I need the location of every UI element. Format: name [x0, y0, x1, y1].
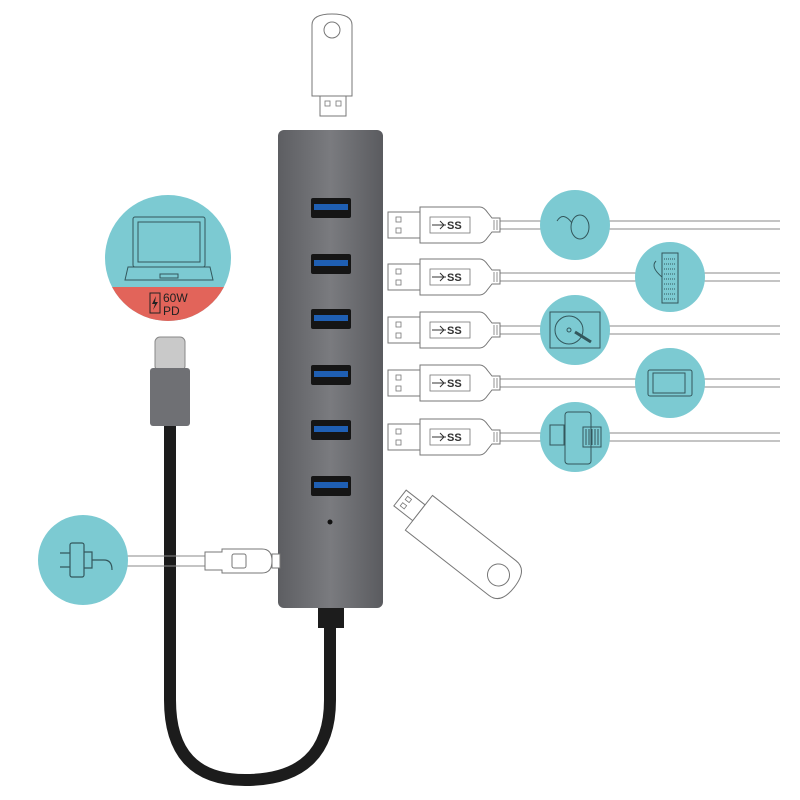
tablet-icon [647, 369, 693, 397]
usb-ss-logo-icon: SS [432, 432, 462, 444]
hard-drive-icon [549, 311, 601, 349]
usb-c-connector [150, 336, 190, 426]
power-plug-icon [60, 542, 113, 578]
usb-ss-logo-icon: SS [432, 325, 462, 337]
usb-c-cable [164, 419, 336, 787]
battery-icon [149, 292, 161, 314]
flash-drive-top [311, 13, 353, 117]
usb-cable: SS [387, 258, 780, 296]
usb-port [311, 476, 351, 496]
led-indicator [327, 519, 333, 525]
device-badge [635, 242, 705, 312]
usb-cable: SS [387, 364, 780, 402]
desktop-pc-icon [653, 252, 679, 304]
usb-ss-label: SS [447, 432, 462, 444]
laptop-badge: 60W PD [105, 195, 231, 321]
usb-port [311, 420, 351, 440]
device-badge [635, 348, 705, 418]
usb-port [311, 198, 351, 218]
device-badge [540, 295, 610, 365]
usb-ss-logo-icon: SS [432, 220, 462, 232]
usb-ss-label: SS [447, 220, 462, 232]
usb-ss-label: SS [447, 325, 462, 337]
flash-drive-angled [393, 489, 522, 600]
usb-c-plug [204, 548, 273, 574]
laptop-icon [124, 216, 214, 281]
printer-icon [549, 411, 602, 465]
usb-port [311, 309, 351, 329]
usb-ss-logo-icon: SS [432, 272, 462, 284]
power-label-60w: 60W [163, 291, 188, 305]
usb-ss-label: SS [447, 272, 462, 284]
usb-ss-label: SS [447, 378, 462, 390]
device-badge [540, 190, 610, 260]
usb-port [311, 365, 351, 385]
usb-ss-logo-icon: SS [432, 378, 462, 390]
device-badge [540, 402, 610, 472]
mouse-icon [556, 214, 590, 240]
power-label-pd: PD [163, 304, 180, 318]
usb-port [311, 254, 351, 274]
usb-hub [278, 130, 383, 628]
power-adapter [38, 515, 281, 605]
